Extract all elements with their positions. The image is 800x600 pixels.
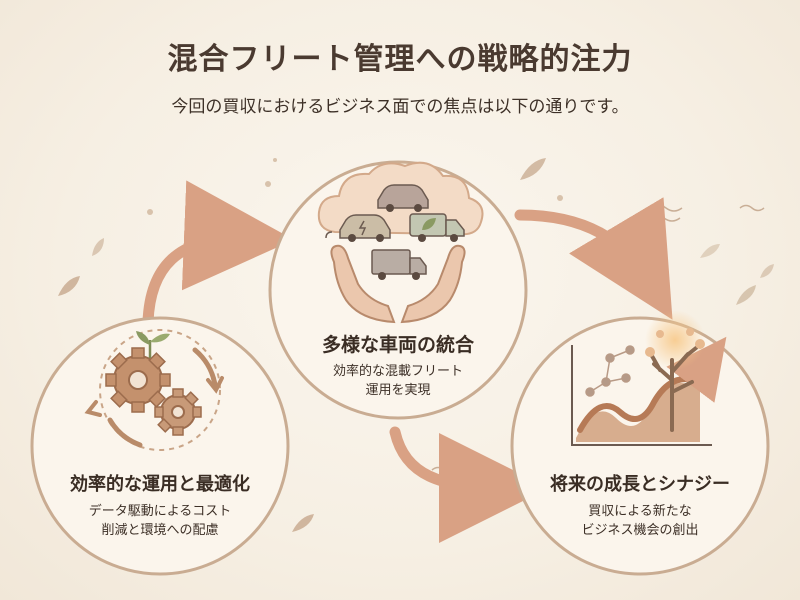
arrow-efficiency-to-diversity [142,180,294,328]
van-icon [409,213,465,242]
growth-chart-icon [571,310,727,446]
page-subtitle: 今回の買収におけるビジネス面での焦点は以下の通りです。 [171,97,629,117]
node-desc-diversity-line1: 効率的な混載フリート [332,364,463,379]
leaf-icon [92,238,104,256]
electric-car-icon [325,214,391,242]
page-title: 混合フリート管理への戦略的注力 [167,42,633,77]
arrow-diversity-to-growth [514,197,673,320]
vehicles-cloud-icon [317,160,484,324]
car-icon [377,184,429,212]
flow-arrows [142,180,673,543]
leaf-icon [292,514,314,532]
leaf-icon [700,244,720,258]
node-desc-efficiency-line2: 削減と環境への配慮 [101,523,219,538]
arrow-diversity-to-growth-lower [389,426,549,543]
node-title-efficiency: 効率的な運用と最適化 [70,474,250,495]
decorative-leaves [58,158,774,532]
node-desc-growth-line1: 買収による新たな [588,504,692,519]
leaf-icon [520,158,546,180]
node-title-diversity: 多様な車両の統合 [321,334,474,356]
open-hands-icon [330,244,466,324]
node-title-growth: 将来の成長とシナジー [550,474,730,495]
node-circle-efficiency [30,316,290,576]
tree-icon [645,310,705,432]
leaf-icon [736,285,756,305]
network-icon [585,345,635,397]
node-desc-efficiency-line1: データ駆動によるコスト [88,504,232,519]
cycle-arrows-icon [192,347,218,388]
leaf-icon [760,264,774,278]
node-desc-growth-line2: ビジネス機会の創出 [581,523,699,538]
node-desc-diversity-line2: 運用を実現 [365,383,431,398]
leaf-icon [58,276,80,296]
gears-icon [84,329,224,451]
truck-icon [371,249,427,280]
